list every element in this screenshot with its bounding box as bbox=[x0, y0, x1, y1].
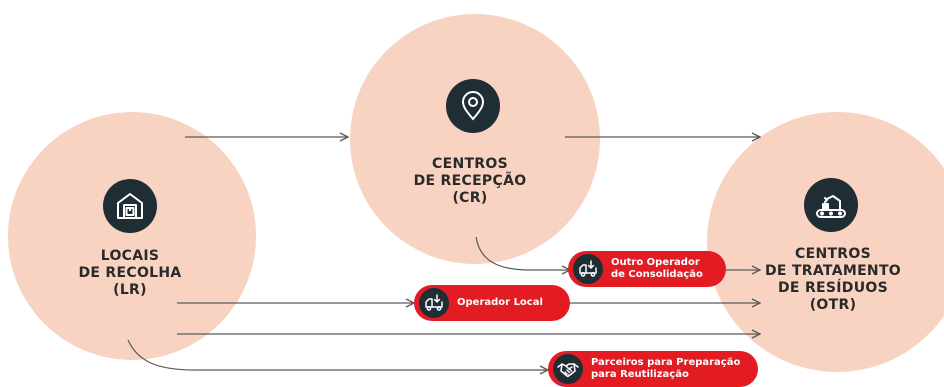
operator-outro-line-2: de Consolidação bbox=[611, 269, 703, 280]
node-cr-line-2: DE RECEPÇÃO bbox=[413, 173, 527, 189]
node-lr-label: LOCAIS DE RECOLHA (LR) bbox=[60, 248, 200, 299]
node-otr-line-2: DE TRATAMENTO bbox=[765, 263, 901, 279]
operator-local-line-1: Operador Local bbox=[457, 297, 543, 308]
operator-parceiros-line-2: para Reutilização bbox=[591, 369, 689, 380]
node-otr-line-1: CENTROS bbox=[795, 246, 871, 262]
arrow-lr-to-parceiros bbox=[127, 339, 548, 370]
node-otr-label: CENTROS DE TRATAMENTO DE RESÍDUOS (OTR) bbox=[758, 246, 908, 314]
node-otr-line-3: DE RESÍDUOS bbox=[778, 280, 888, 296]
conveyor-robot-icon bbox=[804, 178, 858, 232]
operator-local: Operador Local bbox=[414, 285, 570, 321]
location-pin-icon bbox=[446, 79, 500, 133]
node-otr-line-4: (OTR) bbox=[809, 297, 857, 313]
truck-arrow-icon bbox=[419, 288, 449, 318]
operator-parceiros-line-1: Parceiros para Preparação bbox=[591, 357, 741, 368]
truck-arrow-icon bbox=[573, 254, 603, 284]
node-otr-circle bbox=[707, 112, 944, 372]
handshake-icon bbox=[553, 354, 583, 384]
operator-outro-operador: Outro Operador de Consolidação bbox=[568, 251, 726, 287]
node-lr-circle bbox=[8, 112, 256, 360]
operator-parceiros: Parceiros para Preparação para Reutiliza… bbox=[548, 351, 758, 387]
node-cr-circle bbox=[350, 14, 600, 264]
arrow-cr-to-outro-operador bbox=[475, 236, 570, 270]
node-lr-line-1: LOCAIS bbox=[100, 248, 160, 264]
node-lr-line-2: DE RECOLHA bbox=[78, 265, 182, 281]
operator-outro-line-1: Outro Operador bbox=[611, 257, 700, 268]
warehouse-box-icon bbox=[103, 179, 157, 233]
node-lr-line-3: (LR) bbox=[113, 282, 147, 298]
node-cr-line-1: CENTROS bbox=[432, 156, 508, 172]
node-cr-line-3: (CR) bbox=[452, 190, 488, 206]
node-cr-label: CENTROS DE RECEPÇÃO (CR) bbox=[395, 156, 545, 207]
